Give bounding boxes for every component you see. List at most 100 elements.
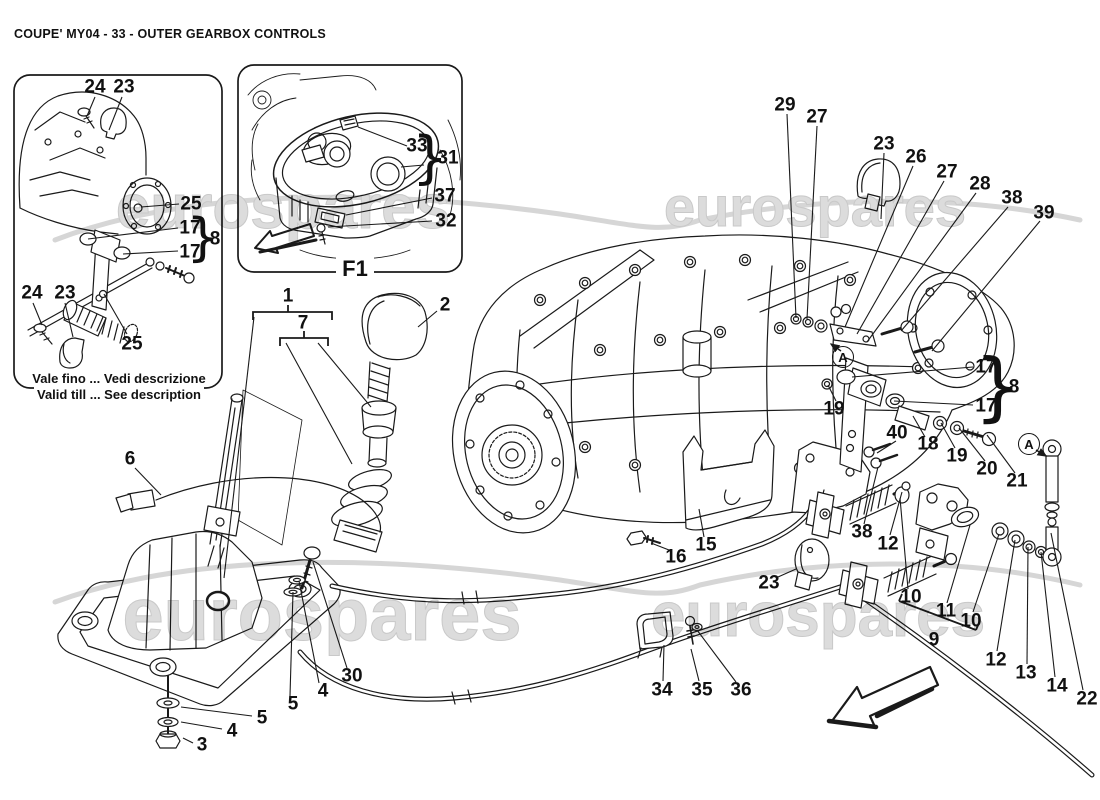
callout-19: 19 — [823, 398, 845, 420]
leader-line — [650, 542, 670, 551]
callout-18: 18 — [917, 433, 939, 455]
callout-23: 23 — [758, 572, 780, 594]
validity-note-line1: Vale fino ... Vedi descrizione — [29, 371, 209, 386]
group-bracket — [975, 622, 980, 631]
leader-line — [662, 644, 665, 682]
callout-27: 27 — [936, 161, 958, 183]
callout-17: 17 — [179, 241, 201, 263]
callout-15: 15 — [695, 534, 717, 556]
callout-10: 10 — [960, 610, 982, 632]
knob-and-boot — [331, 292, 428, 553]
leader-line — [940, 422, 956, 449]
leader-line — [844, 165, 914, 328]
callout-12: 12 — [985, 649, 1007, 671]
leader-line — [400, 164, 425, 168]
leader-line — [108, 96, 123, 131]
callout-23: 23 — [54, 282, 76, 304]
leader-line — [289, 591, 294, 697]
leader-line — [64, 302, 74, 338]
bell-housing-flange — [451, 370, 577, 534]
leader-line — [900, 206, 1009, 332]
leader-line — [327, 220, 433, 228]
callout-brace: } — [186, 208, 220, 268]
callout-27: 27 — [806, 106, 828, 128]
leader-line — [103, 293, 128, 335]
callout-21: 21 — [1006, 470, 1028, 492]
gearbox-housing — [451, 234, 1015, 534]
callout-12: 12 — [877, 533, 899, 555]
callout-39: 39 — [1033, 202, 1055, 224]
callout-brace: } — [974, 342, 1022, 430]
leader-line — [777, 568, 797, 578]
leader-line — [958, 427, 986, 462]
leader-line — [696, 629, 737, 683]
callout-25: 25 — [121, 333, 143, 355]
page-title: COUPE' MY04 - 33 - OUTER GEARBOX CONTROL… — [14, 27, 326, 41]
leader-line — [298, 580, 320, 684]
callout-38: 38 — [1001, 187, 1023, 209]
leader-line — [996, 539, 1016, 652]
leader-line — [931, 220, 1041, 352]
leader-line — [87, 227, 179, 240]
callout-4: 4 — [317, 680, 329, 702]
callout-24: 24 — [21, 282, 43, 304]
callout-6: 6 — [124, 448, 136, 470]
callout-16: 16 — [665, 546, 687, 568]
callout-11: 11 — [935, 600, 957, 622]
callout-7: 7 — [297, 312, 309, 334]
leader-line — [180, 706, 253, 717]
validity-note-line2: Valid till ... See description — [34, 387, 204, 402]
leader-line — [1050, 532, 1084, 691]
leader-line — [357, 126, 408, 147]
callout-23: 23 — [873, 133, 895, 155]
leader-line — [912, 415, 926, 438]
callout-10: 10 — [900, 586, 922, 608]
leader-line — [122, 250, 179, 255]
leader-line — [863, 466, 879, 525]
callout-13: 13 — [1015, 662, 1037, 684]
leader-line — [972, 533, 1000, 613]
direction-arrow — [826, 665, 940, 730]
callout-24: 24 — [84, 76, 106, 98]
leader-line — [899, 497, 909, 590]
leader-line — [880, 152, 885, 220]
callout-brace: } — [411, 125, 449, 191]
leader-line — [698, 508, 705, 538]
callout-3: 3 — [196, 734, 208, 756]
circled-marker-A: A — [1018, 433, 1040, 455]
callout-5: 5 — [287, 693, 299, 715]
cable-mount-plate — [821, 357, 997, 473]
leader-line — [285, 342, 353, 465]
callout-36: 36 — [730, 679, 752, 701]
callout-40: 40 — [886, 422, 908, 444]
callout-9: 9 — [928, 629, 940, 651]
leader-line — [417, 310, 438, 328]
callout-4: 4 — [226, 720, 238, 742]
callout-29: 29 — [774, 94, 796, 116]
callout-1: 1 — [282, 285, 294, 307]
callout-38: 38 — [851, 521, 873, 543]
f1-inset-label: F1 — [330, 256, 380, 282]
leader-line — [140, 203, 180, 208]
leader-line — [134, 467, 162, 496]
group-bracket — [252, 311, 333, 320]
callout-35: 35 — [691, 679, 713, 701]
leader-line — [86, 96, 96, 117]
wire-harness — [115, 476, 382, 533]
callout-32: 32 — [435, 210, 457, 232]
leader-line — [223, 316, 255, 579]
validity-note: Vale fino ... Vedi descrizione Valid til… — [16, 371, 222, 403]
callout-22: 22 — [1076, 688, 1098, 710]
leader-line — [946, 524, 971, 604]
callout-17: 17 — [975, 356, 997, 378]
callout-28: 28 — [969, 173, 991, 195]
leader-line — [1040, 551, 1056, 678]
leader-line — [317, 342, 372, 408]
callout-5: 5 — [256, 707, 268, 729]
leader-line — [876, 440, 897, 454]
leader-line — [893, 400, 974, 406]
leader-line — [1026, 546, 1029, 665]
callout-31: 31 — [437, 147, 459, 169]
leader-line — [32, 302, 43, 326]
